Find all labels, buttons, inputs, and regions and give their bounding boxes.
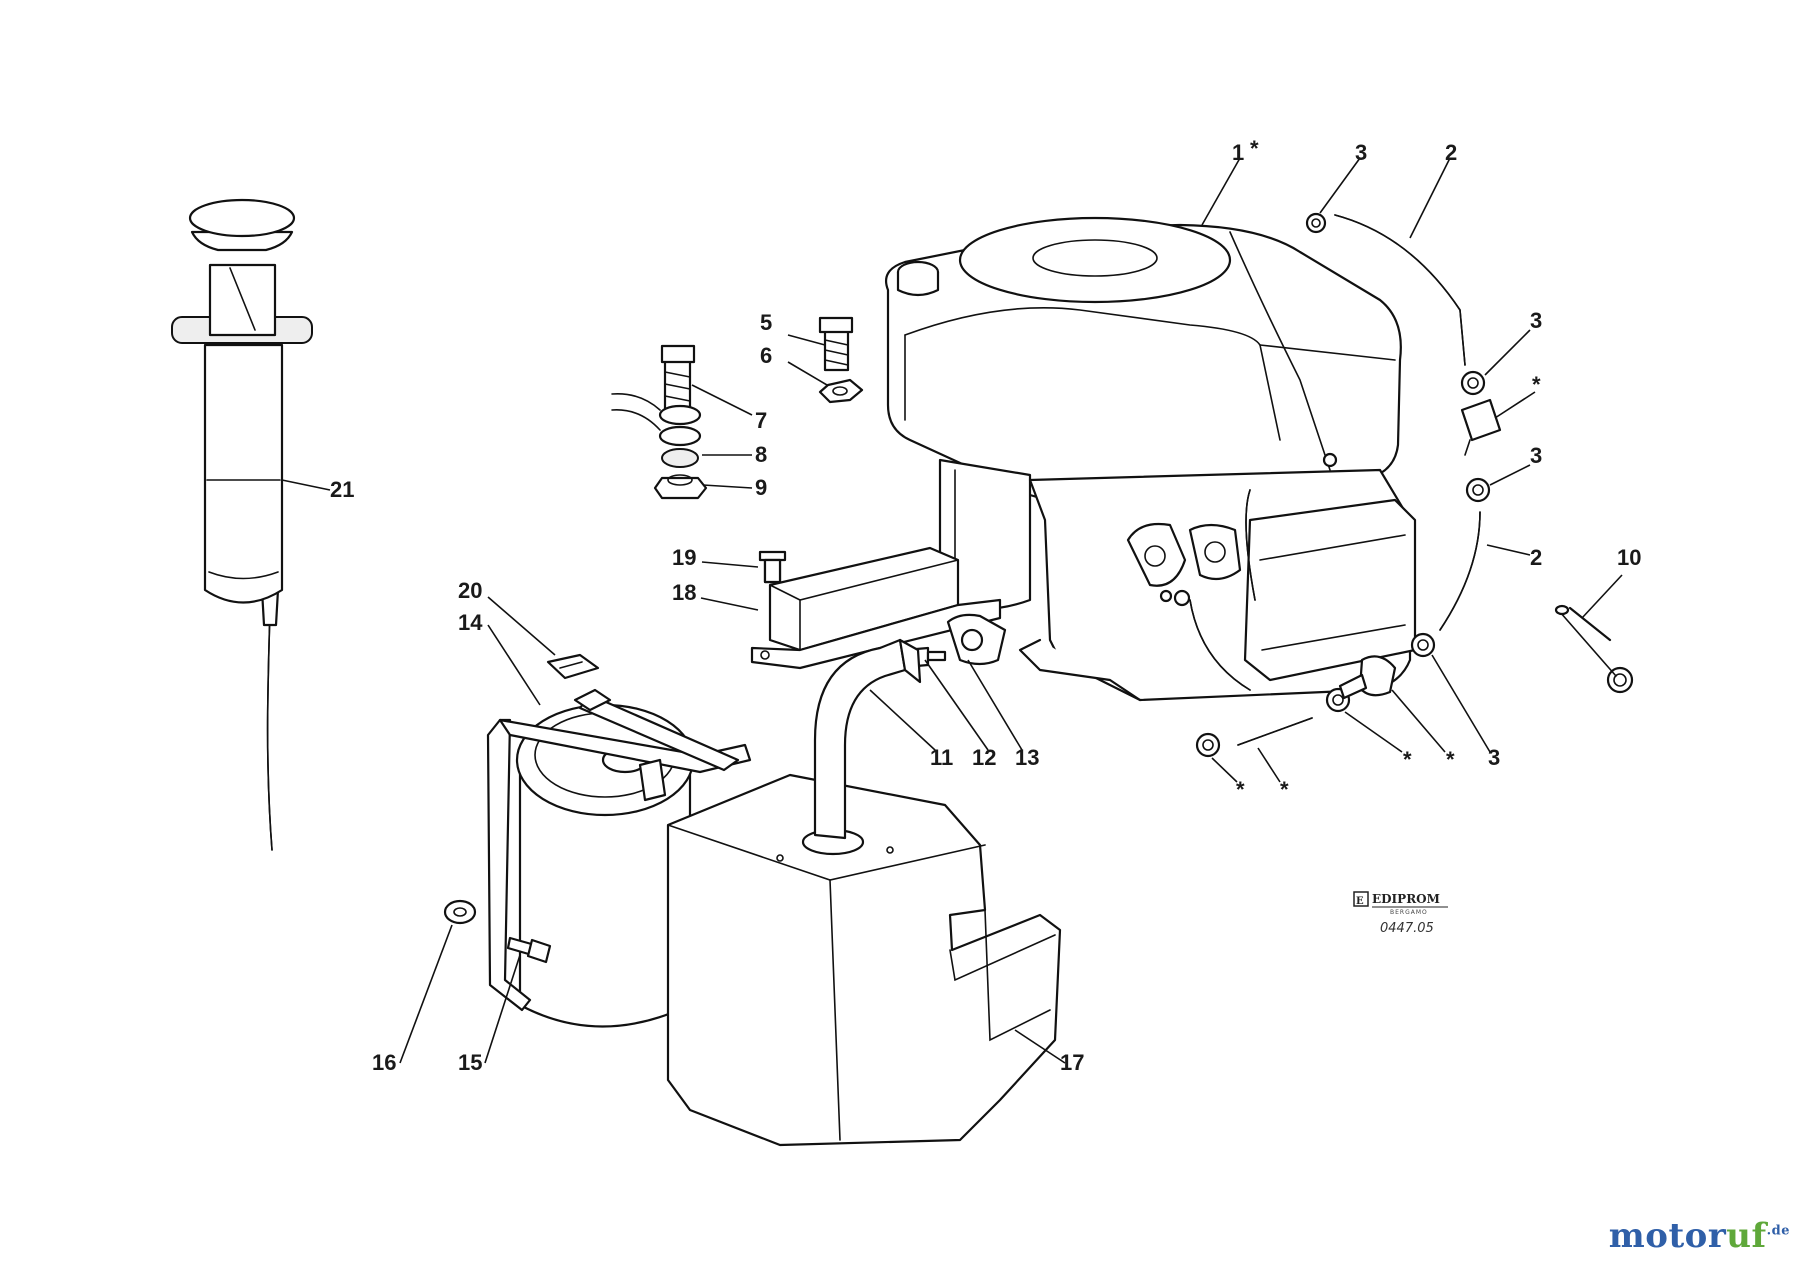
callout-2-right: 2 <box>1530 545 1542 570</box>
callout-8: 8 <box>755 442 767 467</box>
callout-star-bottom-4: * <box>1236 777 1245 802</box>
engine-part-1 <box>884 216 1417 702</box>
callout-star-bottom-1: * <box>1446 747 1455 772</box>
fuel-lines-parts-2-3 <box>1195 212 1634 758</box>
watermark-tld: .de <box>1766 1223 1790 1239</box>
hardware-bolts-parts-5-9 <box>611 316 864 584</box>
stamp-brand: EDIPROM <box>1372 892 1440 906</box>
stamp-logo-mark: E <box>1356 896 1364 907</box>
callout-11: 11 <box>930 745 953 770</box>
syringe-part-21 <box>171 198 313 851</box>
callout-10: 10 <box>1617 545 1641 570</box>
small-parts-15-16-20 <box>443 653 600 964</box>
watermark-main-part-b: uf <box>1726 1216 1767 1256</box>
publisher-stamp: E EDIPROM BERGAMO 0447.05 <box>1353 891 1448 936</box>
callout-13: 13 <box>1015 745 1039 770</box>
callout-star-valve: * <box>1532 372 1541 397</box>
callout-1: 1 <box>1232 140 1244 165</box>
callout-12: 12 <box>972 745 996 770</box>
callout-7: 7 <box>755 408 767 433</box>
heat-shield-part-17 <box>666 773 1062 1147</box>
callout-15: 15 <box>458 1050 482 1075</box>
callout-19: 19 <box>672 545 696 570</box>
watermark-logo: motoruf.de <box>1609 1216 1790 1256</box>
callout-3-bottom: 3 <box>1488 745 1500 770</box>
callout-6: 6 <box>760 343 772 368</box>
callout-2-top: 2 <box>1445 140 1457 165</box>
watermark-main-part-a: motor <box>1608 1216 1727 1256</box>
muffler-part-14 <box>486 688 752 1028</box>
exhaust-pipe-part-11 <box>813 638 922 840</box>
callout-1-star: * <box>1250 136 1259 161</box>
callout-3-top: 3 <box>1355 140 1367 165</box>
watermark-main: motoruf <box>1609 1216 1767 1256</box>
stamp-drawing-code: 0447.05 <box>1380 921 1434 936</box>
callout-star-bottom-3: * <box>1280 777 1289 802</box>
callout-21: 21 <box>330 477 354 502</box>
callout-14: 14 <box>458 610 483 635</box>
callout-star-bottom-2: * <box>1403 747 1412 772</box>
callout-3-right-1: 3 <box>1530 308 1542 333</box>
callout-20: 20 <box>458 578 482 603</box>
stamp-city: BERGAMO <box>1390 909 1428 916</box>
callout-5: 5 <box>760 310 772 335</box>
callout-labels: 1 * 3 2 3 * 3 2 10 3 * * * * 5 6 7 8 9 1… <box>330 136 1641 1075</box>
callout-3-right-2: 3 <box>1530 443 1542 468</box>
callout-17: 17 <box>1060 1050 1084 1075</box>
callout-18: 18 <box>672 580 696 605</box>
callout-16: 16 <box>372 1050 396 1075</box>
callout-leader-lines <box>281 157 1623 1064</box>
callout-9: 9 <box>755 475 767 500</box>
